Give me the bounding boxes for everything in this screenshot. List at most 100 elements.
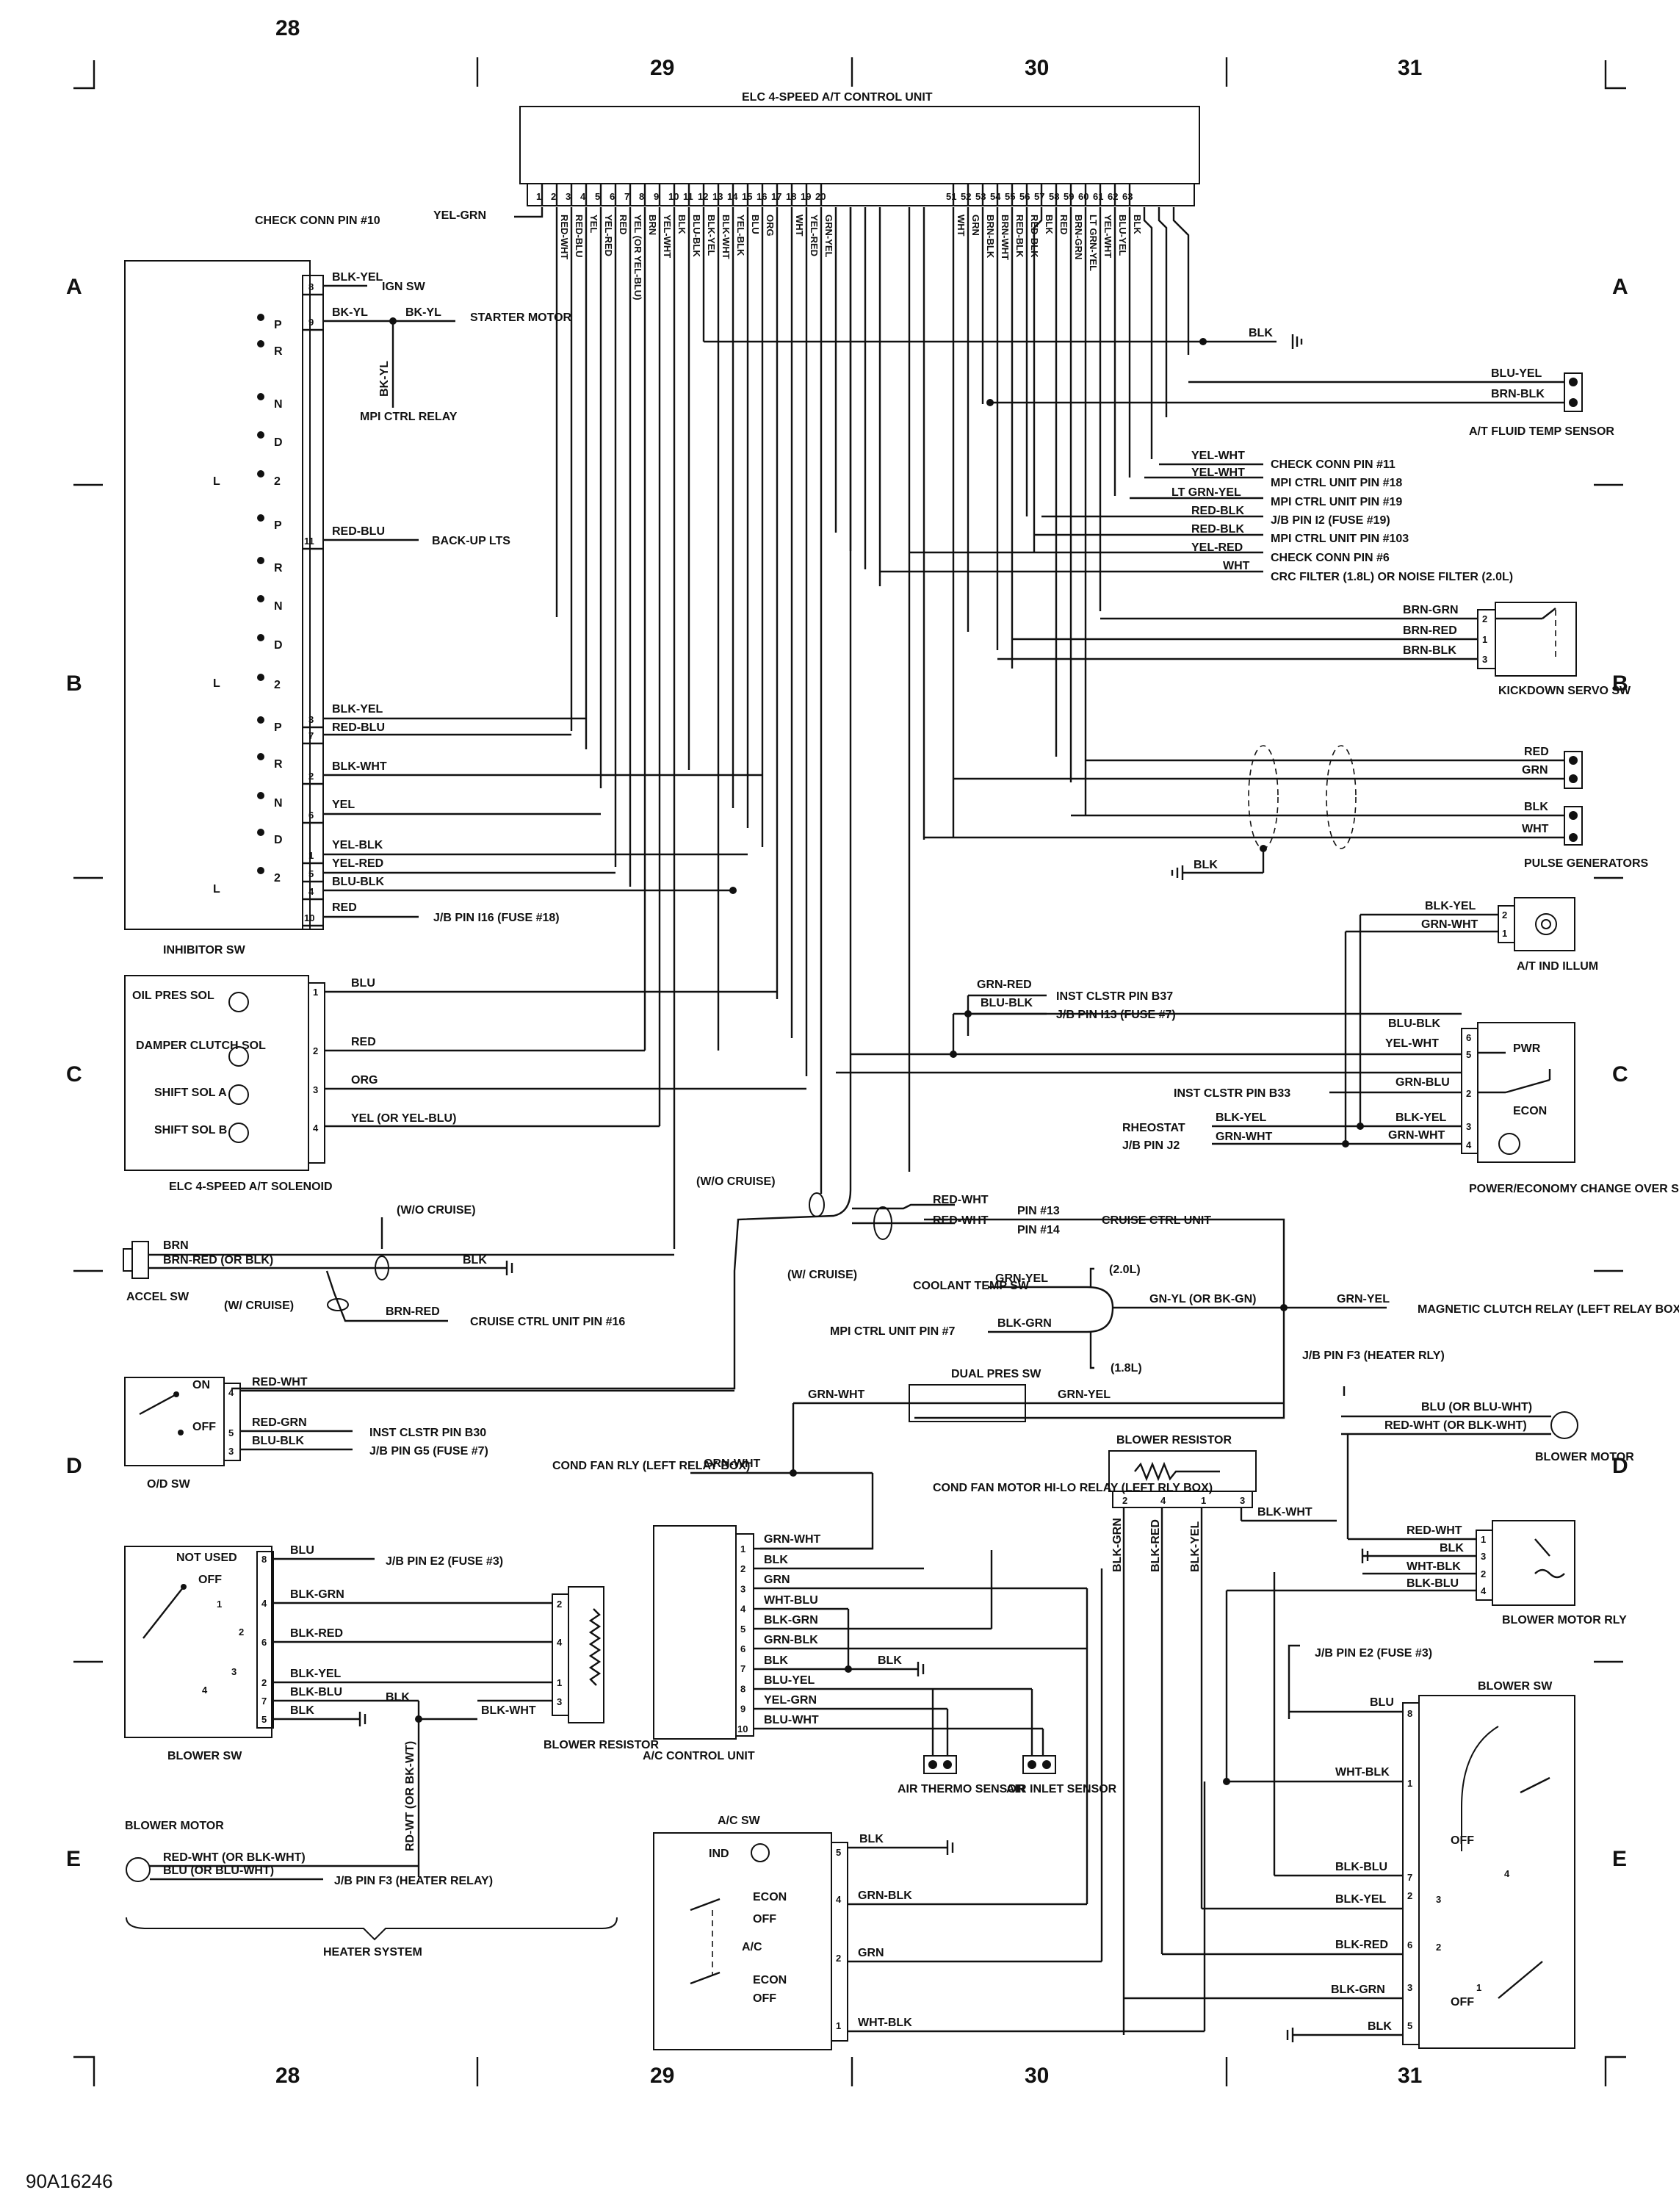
wire-label: RED-WHT (OR BLK-WHT) bbox=[163, 1851, 306, 1864]
wire-label: BLK bbox=[386, 1691, 410, 1704]
svg-text:1: 1 bbox=[1502, 928, 1507, 939]
shift-position-label: 2 bbox=[274, 475, 281, 488]
right-connections-list: YEL-WHT YEL-WHT LT GRN-YEL RED-BLK RED-B… bbox=[880, 450, 1513, 583]
destination-label: CRUISE CTRL UNIT bbox=[1102, 1214, 1211, 1227]
destination-label: J/B PIN J2 bbox=[1122, 1139, 1180, 1152]
ground-blk-top: BLK bbox=[704, 327, 1303, 349]
power-econ-label: POWER/ECONOMY CHANGE OVER SW bbox=[1469, 1183, 1679, 1195]
wire-label: WHT-BLK bbox=[858, 2017, 912, 2029]
ac-sw-label: A/C SW bbox=[718, 1815, 761, 1827]
blower-resistor-label: BLOWER RESISTOR bbox=[1116, 1434, 1232, 1447]
destination-label: J/B PIN I2 (FUSE #19) bbox=[1271, 514, 1390, 527]
svg-text:4: 4 bbox=[202, 1685, 208, 1696]
wire-label: BLK-GRN bbox=[997, 1317, 1052, 1330]
row-label-d-right: D bbox=[1612, 1454, 1628, 1478]
heater-blower-motor: BLOWER MOTOR RED-WHT (OR BLK-WHT) BLU (O… bbox=[125, 1820, 618, 1959]
cruise-section: (W/O CRUISE) (W/ CRUISE) RED-WHT RED-WHT… bbox=[123, 207, 1211, 1390]
destination-label: J/B PIN I16 (FUSE #18) bbox=[433, 912, 560, 924]
wire-label: RED-GRN bbox=[252, 1416, 307, 1429]
wire-label: BLK-GRN bbox=[1331, 1984, 1385, 1996]
pin-number: 12 bbox=[698, 191, 708, 202]
svg-text:4: 4 bbox=[557, 1637, 563, 1648]
pulse-generators-label: PULSE GENERATORS bbox=[1524, 857, 1649, 870]
inhibitor-pin: 8 bbox=[308, 281, 314, 292]
wire-label: YEL-BLK bbox=[735, 215, 746, 256]
wire-label: WHT bbox=[794, 215, 805, 237]
coolant-temp-section: COOLANT TEMP SW MPI CTRL UNIT PIN #7 GRN… bbox=[830, 1218, 1679, 1419]
pin-number: 59 bbox=[1064, 191, 1074, 202]
wire-label: GRN-YEL bbox=[823, 215, 834, 258]
row-label-b-right: B bbox=[1612, 671, 1628, 696]
svg-text:3: 3 bbox=[1407, 1982, 1412, 1993]
svg-text:7: 7 bbox=[1407, 1872, 1412, 1883]
wire-label: YEL-BLK bbox=[332, 839, 383, 851]
wire-label: YEL-WHT bbox=[1102, 215, 1113, 258]
svg-text:2: 2 bbox=[557, 1599, 562, 1610]
shift-position-label: 2 bbox=[274, 872, 281, 885]
inhibitor-pin: 6 bbox=[308, 810, 314, 821]
pin-number: 63 bbox=[1122, 191, 1133, 202]
svg-text:1: 1 bbox=[1407, 1778, 1412, 1789]
pin-number: 11 bbox=[683, 191, 693, 202]
wire-label: BLK bbox=[1440, 1542, 1464, 1554]
ac-pin: 3 bbox=[740, 1583, 745, 1594]
wire-label: BLK-YEL bbox=[706, 215, 717, 256]
pin-number: 4 bbox=[580, 191, 586, 202]
pin-number: 10 bbox=[668, 191, 679, 202]
wire-label: BLK-BLU bbox=[1407, 1577, 1459, 1590]
ac-pin: 7 bbox=[740, 1663, 745, 1674]
destination-label: CRC FILTER (1.8L) OR NOISE FILTER (2.0L) bbox=[1271, 571, 1513, 583]
wire-label: BLK-GRN bbox=[290, 1588, 344, 1601]
blower-motor-right: BLU (OR BLU-WHT) RED-WHT (OR BLK-WHT) BL… bbox=[1341, 1386, 1634, 1539]
wire-label: RED-WHT bbox=[1407, 1524, 1462, 1537]
ac-econ-label: ECON bbox=[753, 1891, 787, 1903]
svg-text:3: 3 bbox=[1436, 1894, 1441, 1905]
cruise-label: (W/O CRUISE) bbox=[397, 1204, 476, 1217]
shift-position-label: N bbox=[274, 398, 283, 411]
svg-text:2: 2 bbox=[1407, 1890, 1412, 1901]
row-label-e-right: E bbox=[1612, 1847, 1627, 1871]
column-label-28-top: 28 bbox=[275, 16, 300, 40]
wire-label: BRN-RED bbox=[1403, 624, 1457, 637]
shift-position-label: N bbox=[274, 600, 283, 613]
cruise-label: (W/ CRUISE) bbox=[224, 1300, 294, 1312]
svg-text:8: 8 bbox=[1407, 1708, 1412, 1719]
svg-text:1: 1 bbox=[1481, 1534, 1486, 1545]
inhibitor-pin: 5 bbox=[308, 868, 314, 879]
row-label-c-left: C bbox=[66, 1062, 82, 1087]
wire-label: RED-BLK bbox=[1191, 523, 1244, 536]
svg-text:2: 2 bbox=[1482, 613, 1487, 624]
heater-sw-pin: 8 bbox=[261, 1554, 267, 1565]
heater-sw-pin: 7 bbox=[261, 1696, 267, 1707]
column-label-30-bottom: 30 bbox=[1025, 2064, 1049, 2088]
wire-label: BLU-BLK bbox=[1388, 1017, 1441, 1030]
destination-label: RHEOSTAT bbox=[1122, 1122, 1185, 1134]
shift-position-label: D bbox=[274, 834, 283, 846]
svg-text:2: 2 bbox=[836, 1953, 841, 1964]
wire-label: WHT bbox=[1522, 823, 1549, 835]
wire-label: RED-BLK bbox=[1014, 215, 1025, 258]
wire-label: YEL-RED bbox=[809, 215, 820, 256]
wire-label: BRN-WHT bbox=[1000, 215, 1011, 260]
wire-label: BRN-BLK bbox=[1491, 388, 1545, 400]
pin-number: 52 bbox=[961, 191, 971, 202]
wire-label: RED-BLU bbox=[332, 525, 385, 538]
pin-number: 55 bbox=[1005, 191, 1015, 202]
wire-label: BLU-YEL bbox=[1117, 215, 1128, 256]
svg-text:4: 4 bbox=[836, 1894, 842, 1905]
blower-motor-label: BLOWER MOTOR bbox=[1535, 1451, 1634, 1463]
wire-label: BK-YL bbox=[378, 361, 391, 397]
wire-label: GRN-YEL bbox=[995, 1272, 1048, 1285]
destination-label: STARTER MOTOR bbox=[470, 311, 572, 324]
shift-position-label: L bbox=[213, 677, 220, 690]
svg-text:4: 4 bbox=[1466, 1139, 1472, 1150]
wire-label: BLK-YEL bbox=[332, 703, 383, 716]
pin-number: 5 bbox=[595, 191, 600, 202]
row-label-a-left: A bbox=[66, 275, 82, 299]
